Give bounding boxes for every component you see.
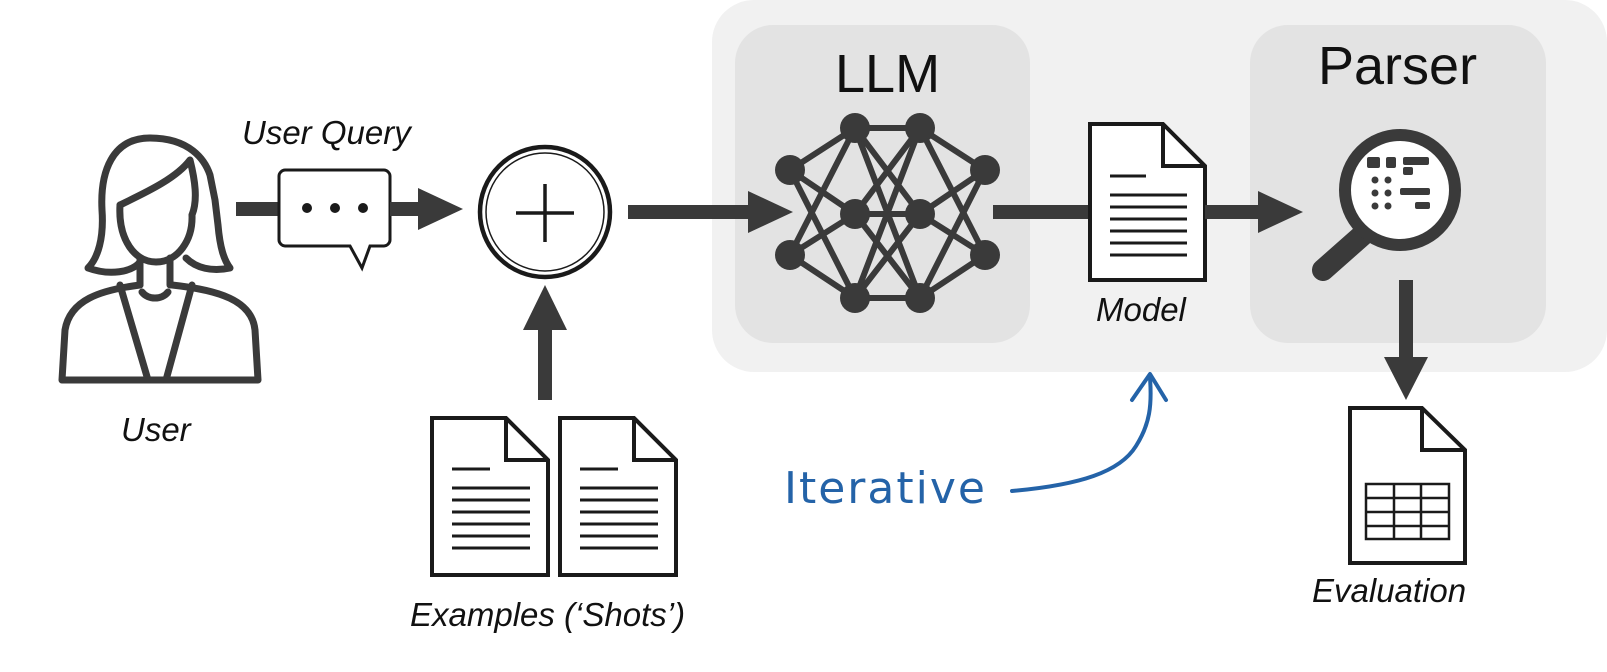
parse-arrow [1205,191,1303,233]
llm-title: LLM [835,44,941,104]
iterative-arrow [1010,372,1168,493]
user-label: User [121,411,191,448]
query-arrow [390,188,463,230]
iterative-label: Iterative [784,463,987,514]
documents-icon [430,416,678,577]
magnifier-icon [1312,129,1461,281]
chat-bubble-icon [277,168,392,272]
user-query-label: User Query [242,114,411,151]
table-document-icon [1348,406,1467,565]
document-icon [1088,122,1207,282]
plus-circle-icon [477,144,613,280]
llm-panel [735,25,1030,343]
parser-title: Parser [1318,36,1478,96]
model-label: Model [1096,291,1186,328]
examples-label: Examples (‘Shots’) [410,596,686,633]
prompt-arrow [628,191,793,233]
neural-network-icon [775,113,1000,313]
evaluate-arrow [1384,280,1428,400]
examples-arrow [523,285,567,400]
user-icon [58,134,262,384]
evaluation-label: Evaluation [1312,572,1467,609]
